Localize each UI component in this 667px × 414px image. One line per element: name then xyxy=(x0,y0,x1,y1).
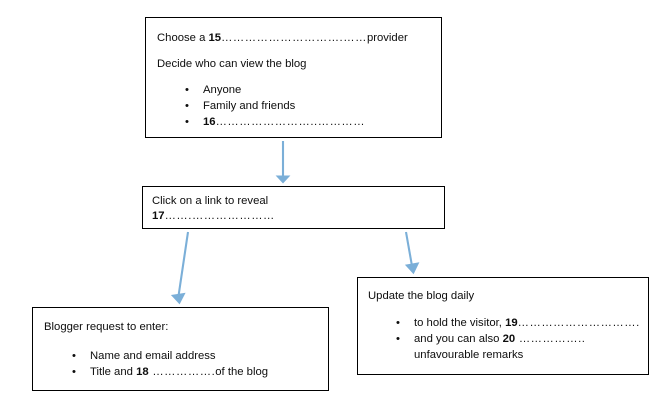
flowchart-box-click-link: Click on a link to reveal 17…….………………… xyxy=(142,186,445,229)
blank-number-19: 19 xyxy=(505,316,518,329)
text-suffix: of the blog xyxy=(215,365,269,378)
arrow-provider-to-link xyxy=(275,141,291,184)
dotted-blank: …………………………. xyxy=(517,316,640,329)
bullet-dot-icon: • xyxy=(185,83,189,96)
bullet-list-viewers: • Anyone • Family and friends • 16…………………….… xyxy=(157,82,441,130)
line-click-on-a-link: Click on a link to reveal xyxy=(152,195,269,207)
line-blogger-request-to-enter: Blogger request to enter: xyxy=(44,321,169,333)
blank-number-16: 16 xyxy=(203,115,216,128)
bullet-list-blogger-fields: • Name and email address • Title and 18 ……… xyxy=(44,348,328,380)
list-item-anyone: • Anyone xyxy=(157,82,441,98)
line-update-the-blog-daily: Update the blog daily xyxy=(368,290,475,302)
line-choose-provider: Choose a 15………………………….……provider xyxy=(157,31,441,46)
flowchart-box-update-blog: Update the blog daily • to hold the visit… xyxy=(357,277,649,375)
list-item-blank-16: • 16……………………..………… xyxy=(157,114,441,130)
list-item-label: Anyone xyxy=(203,83,242,96)
list-item-label: Family and friends xyxy=(203,99,296,112)
list-item-and-you-can-also: • and you can also 20 …………….. unfavourable… xyxy=(368,331,648,363)
blank-number-15: 15 xyxy=(208,32,222,44)
list-item-family-and-friends: • Family and friends xyxy=(157,98,441,114)
bullet-dot-icon: • xyxy=(396,332,400,345)
text-prefix: to hold the visitor, xyxy=(414,316,506,329)
dotted-blank: ……………………..………… xyxy=(215,115,366,128)
flowchart-box-choose-provider: Choose a 15………………………….……provider Decide … xyxy=(145,17,442,138)
dotted-blank: ………………………….…… xyxy=(221,32,367,44)
bullet-list-update-actions: • to hold the visitor, 19…………………………. • and… xyxy=(368,315,648,363)
bullet-dot-icon: • xyxy=(185,115,189,128)
flowchart-box-blogger-request: Blogger request to enter: • Name and emai… xyxy=(32,307,329,391)
text-prefix: Title and xyxy=(90,365,137,378)
blank-number-18: 18 xyxy=(136,365,149,378)
line-decide-who-can-view: Decide who can view the blog xyxy=(157,57,307,70)
text-prefix: Choose a xyxy=(157,32,209,44)
blank-number-20: 20 xyxy=(502,332,516,345)
dotted-blank: …………….. xyxy=(515,332,586,345)
text-suffix: provider xyxy=(366,32,408,44)
blank-number-17: 17 xyxy=(152,209,165,222)
list-item-name-and-email: • Name and email address xyxy=(44,348,328,364)
dotted-blank: ……………. xyxy=(148,365,216,378)
text-prefix: and you can also xyxy=(414,332,503,345)
arrow-link-to-blogger xyxy=(170,231,190,305)
line-blank-17: 17…….………………… xyxy=(152,209,444,224)
dotted-blank: …….………………… xyxy=(164,209,275,222)
list-item-title-and-blank-18: • Title and 18 …………….of the blog xyxy=(44,364,328,380)
list-item-hold-the-visitor: • to hold the visitor, 19…………………………. xyxy=(368,315,648,331)
list-item-label: Name and email address xyxy=(90,349,216,362)
bullet-dot-icon: • xyxy=(72,349,76,362)
bullet-dot-icon: • xyxy=(396,316,400,329)
bullet-dot-icon: • xyxy=(185,99,189,112)
bullet-dot-icon: • xyxy=(72,365,76,378)
list-item-continuation: unfavourable remarks xyxy=(414,348,524,361)
line-spacer xyxy=(157,46,441,57)
arrow-link-to-update xyxy=(404,231,420,275)
